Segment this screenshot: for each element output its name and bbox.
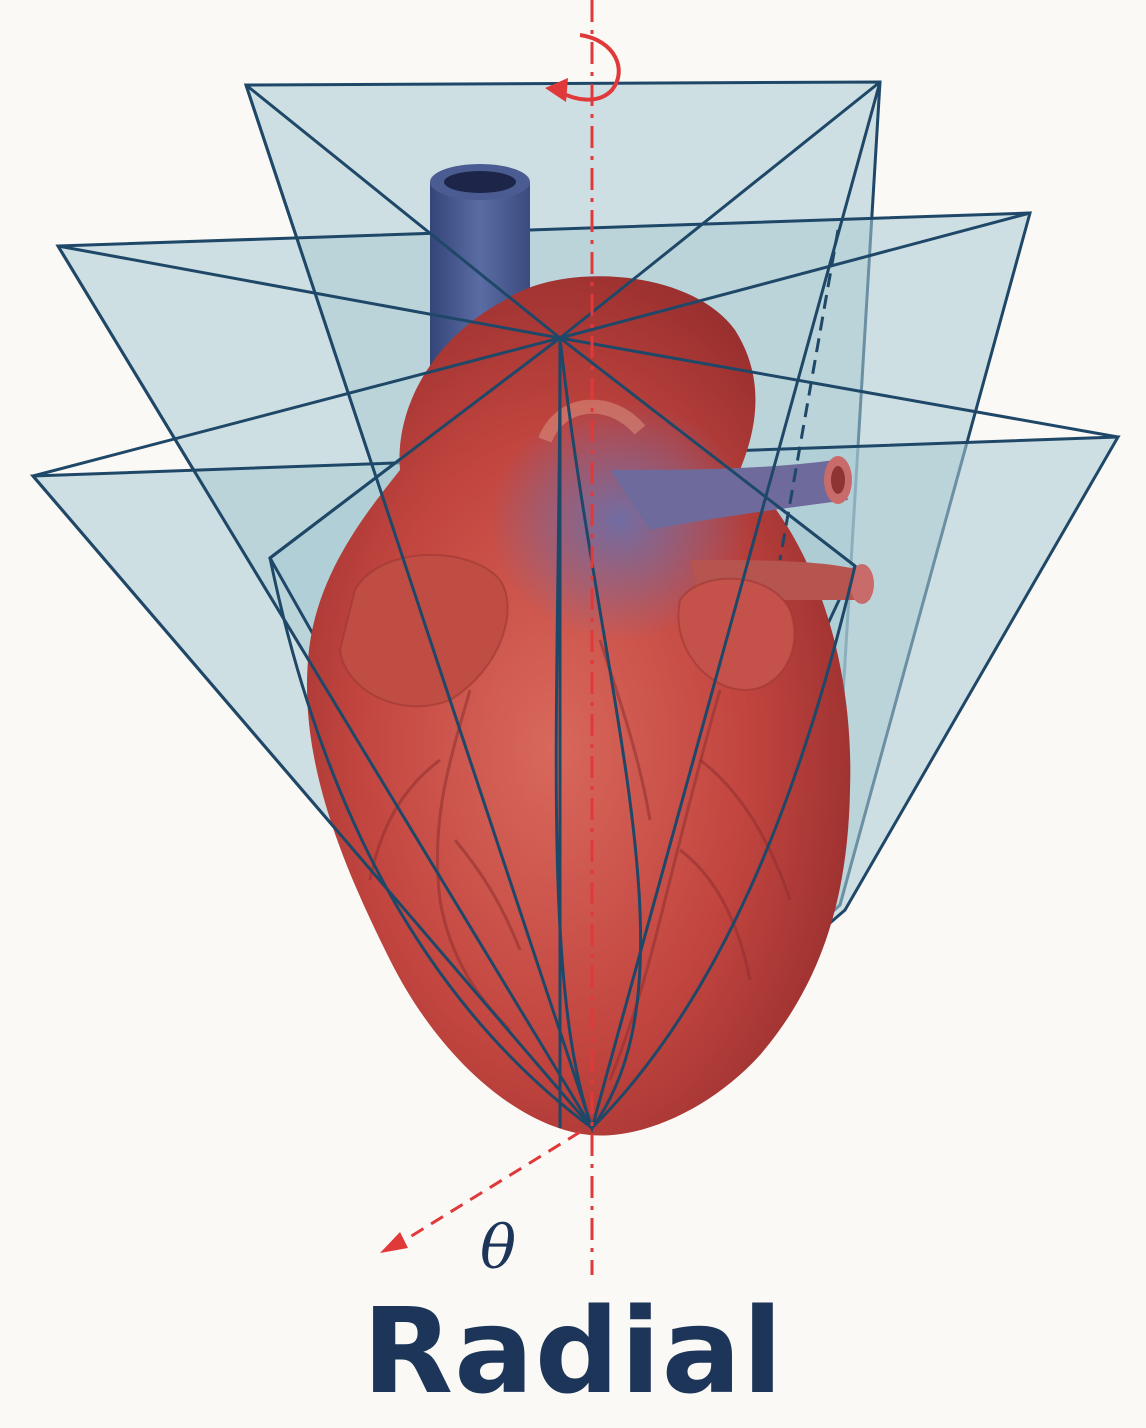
heart-body [306, 276, 874, 1136]
imaging-plane-edges [31, 80, 1119, 1134]
diagram-caption: Radial [362, 1282, 784, 1420]
angle-theta-label: θ [480, 1213, 516, 1283]
dashed-arrow-icon [380, 1130, 581, 1253]
curved-arrow-icon [545, 33, 621, 102]
